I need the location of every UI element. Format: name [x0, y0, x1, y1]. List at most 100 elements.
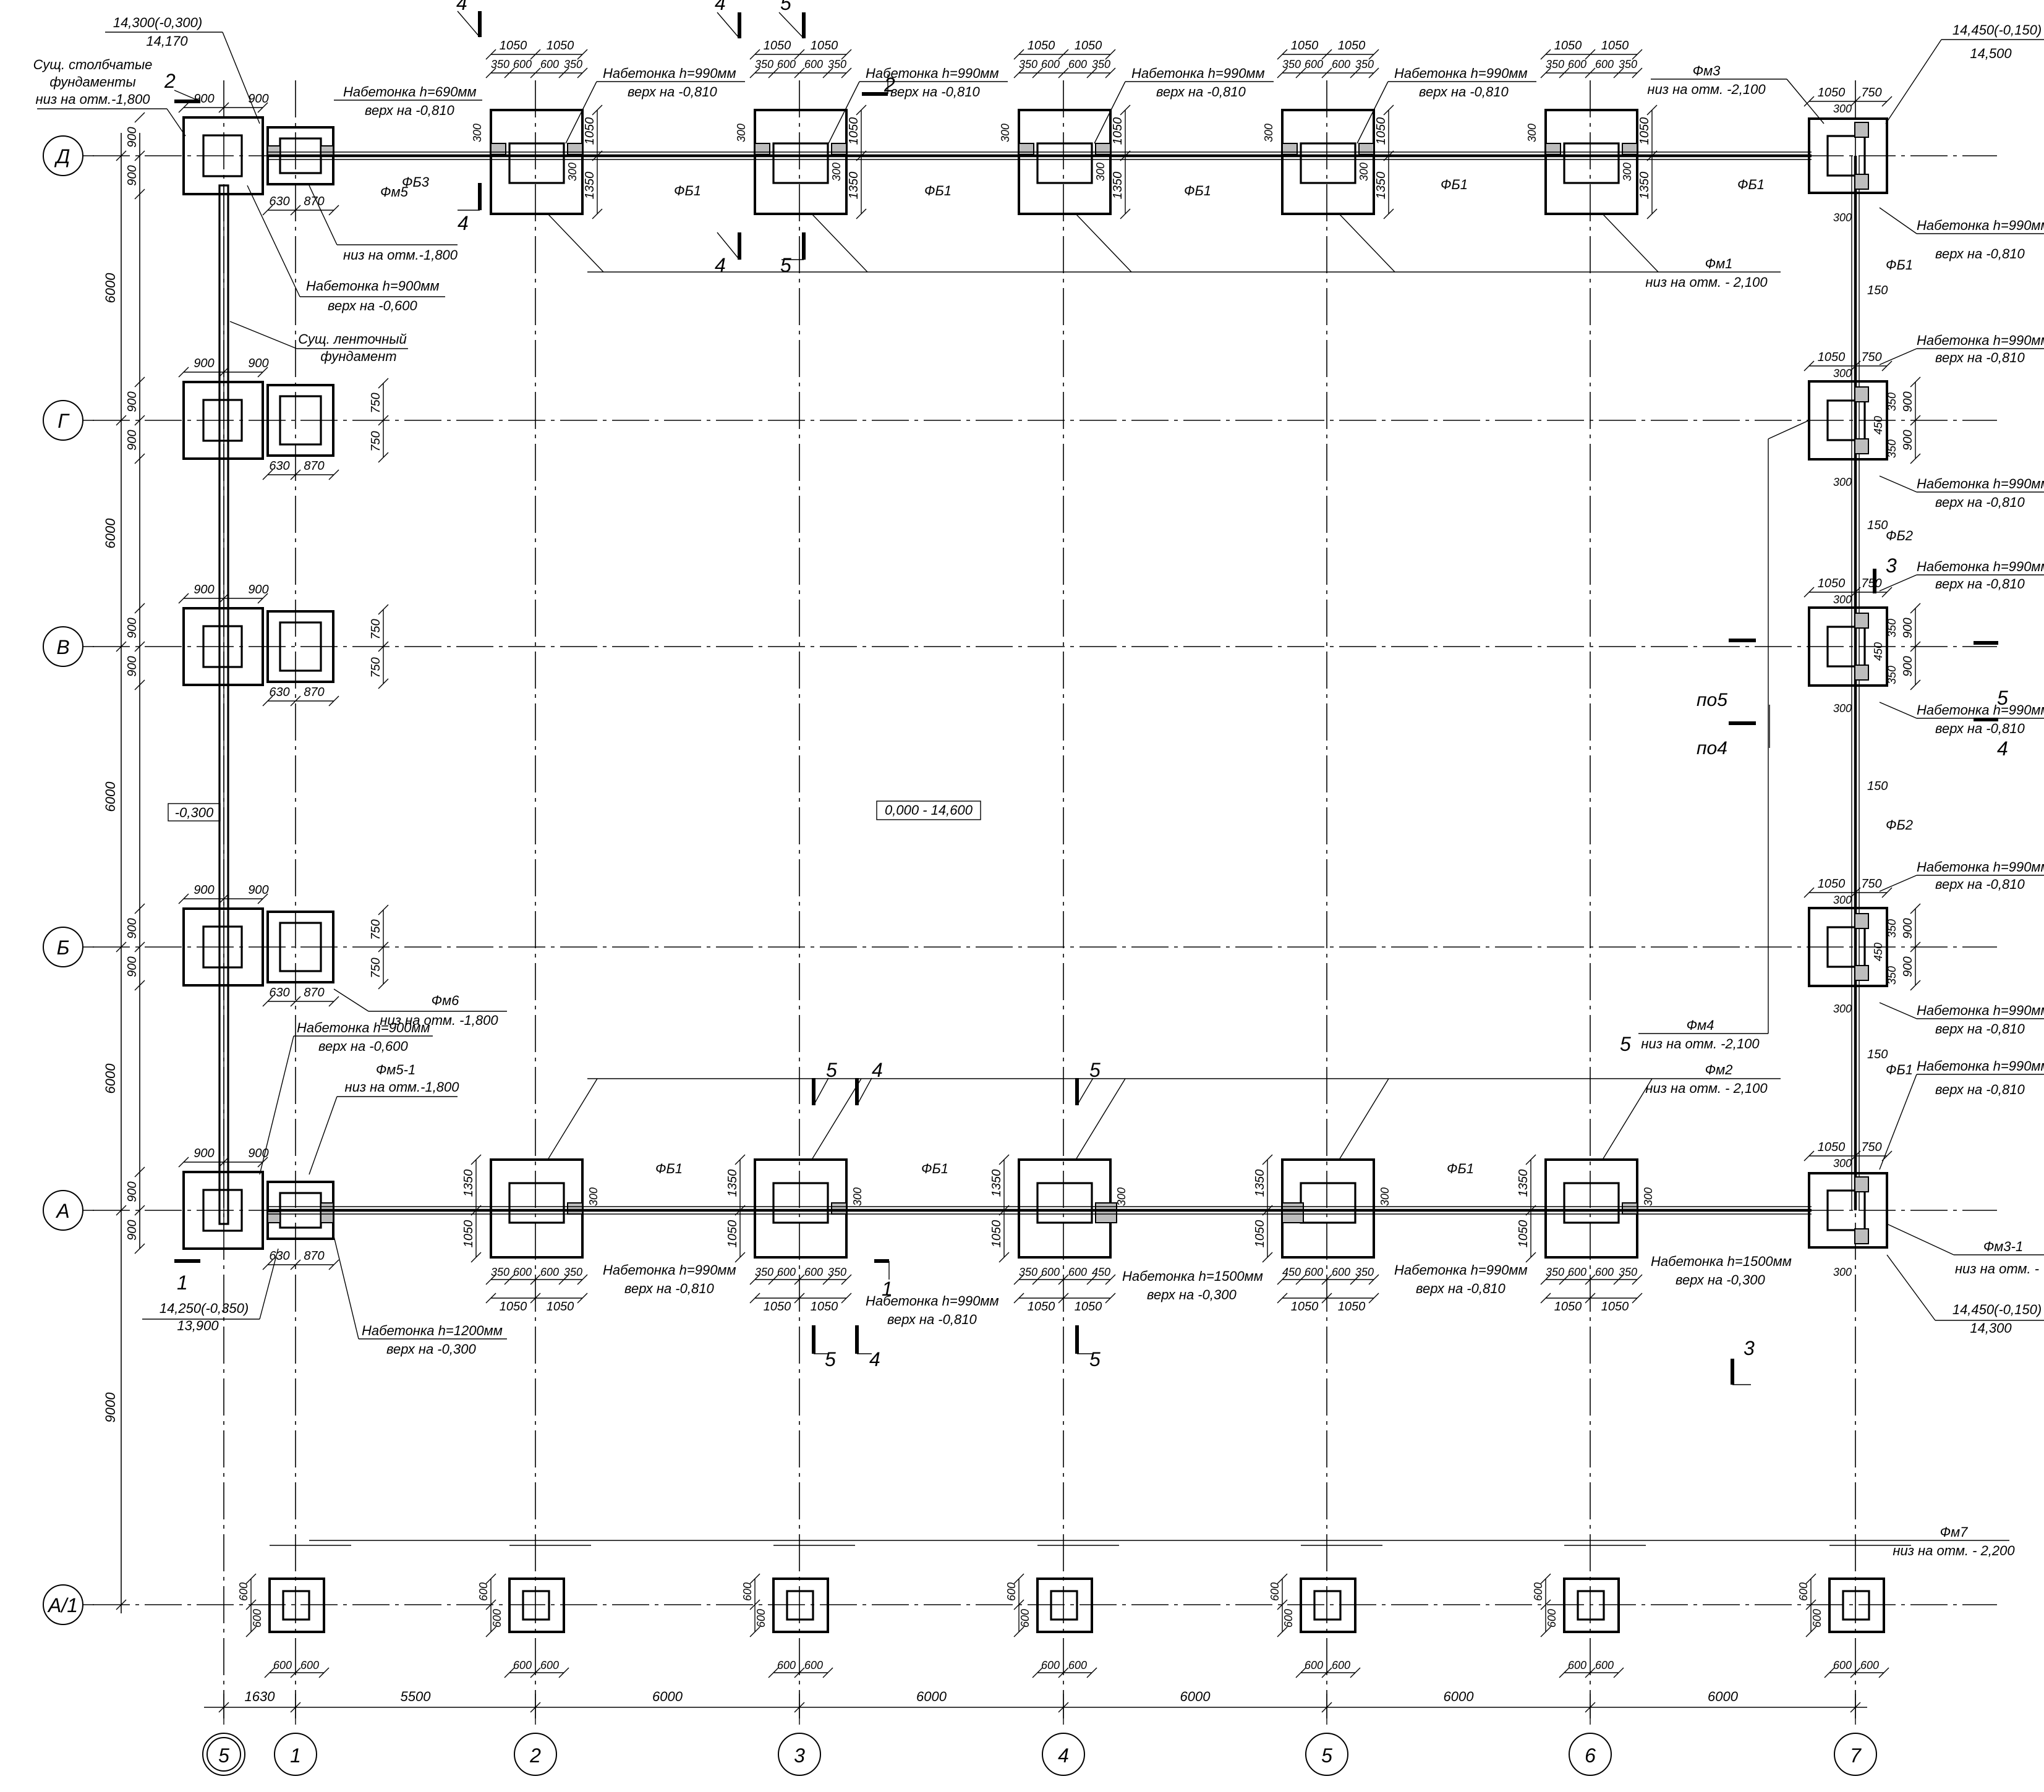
footing-axis7	[1808, 1172, 1888, 1249]
leader	[1879, 574, 1917, 592]
dim-tick	[1321, 1667, 1332, 1678]
dim-tick	[1850, 587, 1861, 598]
level-mark: 14,250(-0,350)	[160, 1301, 249, 1316]
dim-tick	[768, 1667, 779, 1678]
section-label: 1	[882, 1278, 893, 1300]
footing-axis7-pedestal	[1826, 399, 1866, 441]
column-spacing-label: 6000	[916, 1689, 947, 1704]
concrete-build-up	[320, 1202, 334, 1223]
build-up-top: верх на -0,810	[890, 84, 980, 100]
dim-tick	[999, 1252, 1010, 1263]
dim-label: 870	[304, 686, 324, 699]
dim-tick	[378, 604, 389, 615]
existing-column-pedestal	[202, 625, 243, 668]
new-column-footing	[266, 384, 334, 457]
dim-label: 1050	[500, 1300, 527, 1314]
dim-tick	[1540, 1274, 1551, 1285]
build-up-label: Набетонка h=990мм	[1917, 559, 2044, 574]
dim-tick	[257, 593, 268, 604]
dim-tick	[1368, 49, 1379, 60]
footing-fm7	[508, 1578, 565, 1633]
dim-tick	[116, 1599, 127, 1610]
beam-label: ФБ1	[674, 183, 701, 198]
dim-label: 300	[1263, 124, 1275, 142]
dim-label: 1050	[462, 1220, 475, 1248]
beam-label: ФБ2	[1886, 817, 1913, 833]
dim-tick	[290, 695, 301, 707]
leader	[565, 81, 597, 144]
dim-tick	[1368, 67, 1379, 79]
dim-label: 900	[194, 883, 214, 897]
leader	[828, 81, 860, 144]
column-axis-label: 5	[1321, 1744, 1332, 1767]
section-label: 2	[884, 74, 895, 96]
dim-label: 600	[1332, 58, 1350, 70]
dim-label: 750	[369, 619, 383, 639]
build-up-label: Набетонка h=990мм	[866, 1293, 999, 1309]
dim-tick	[245, 1573, 257, 1584]
beam-label: ФБ2	[1886, 528, 1913, 543]
dim-tick	[257, 367, 268, 378]
dim-label: 1350	[990, 1170, 1003, 1197]
existing-column-pedestal	[202, 134, 243, 177]
dim-label: 1050	[1291, 39, 1319, 53]
dim-label: 300	[1833, 702, 1852, 715]
build-up-label: Набетонка h=990мм	[1917, 218, 2044, 233]
footing-fm1	[490, 109, 584, 215]
dim-label: 300	[1642, 1187, 1654, 1206]
dim-label: 1050	[1028, 39, 1055, 53]
dim-label: 600	[1332, 1266, 1350, 1278]
dim-label: 1050	[1554, 39, 1582, 53]
dim-tick	[1277, 1599, 1288, 1610]
dim-tick	[1032, 1274, 1043, 1285]
footing-fm1-pedestal	[772, 142, 829, 184]
dim-tick	[1321, 1293, 1332, 1304]
footing-fm2-pedestal	[1300, 1182, 1356, 1224]
dim-tick	[178, 367, 189, 378]
section-cut	[717, 232, 740, 260]
dim-label: 600	[1068, 1659, 1087, 1671]
existing-column-pedestal	[202, 1189, 243, 1232]
dim-tick	[794, 1667, 805, 1678]
footing-axis7-pedestal	[1826, 135, 1866, 177]
dim-label: 750	[369, 393, 383, 413]
dim-tick	[1277, 1293, 1288, 1304]
dim-tick	[735, 1154, 746, 1165]
dim-label: 1350	[462, 1170, 475, 1197]
dim-label: 1050	[1075, 1300, 1102, 1314]
dim-label: 900	[1901, 618, 1915, 638]
build-up-top: верх на -0,810	[1935, 576, 2025, 592]
dim-label: 300	[1833, 1157, 1852, 1170]
dim-tick	[245, 1626, 257, 1637]
fm3-label: Фм3	[1693, 63, 1721, 79]
concrete-build-up	[1622, 143, 1638, 155]
concrete-build-up	[267, 145, 281, 156]
dim-label: 1050	[1338, 1300, 1366, 1314]
build-up-top: верх на -0,810	[1419, 84, 1509, 100]
dim-tick	[1881, 360, 1893, 372]
level-mark: 14,450(-0,150)	[1952, 22, 2042, 38]
row-spacing-label: 6000	[103, 1063, 118, 1094]
dim-label: 1350	[847, 172, 861, 200]
level-mark: 14,450(-0,150)	[1952, 1302, 2042, 1317]
build-up-top: верх на -0,810	[887, 1312, 977, 1327]
dim-tick	[1295, 1667, 1306, 1678]
dim-label: 600	[777, 1266, 796, 1278]
column-axis-label: 4	[1058, 1744, 1069, 1767]
dim-label: 600	[1860, 1659, 1879, 1671]
build-up-label: Набетонка h=990мм	[603, 66, 736, 81]
dim-tick	[1368, 1274, 1379, 1285]
leader	[166, 108, 186, 137]
level-mark: 14,300	[1970, 1320, 2012, 1336]
build-up-label: Набетонка h=990мм	[1917, 1058, 2044, 1074]
dim-label: 600	[540, 58, 559, 70]
dim-tick	[1910, 415, 1921, 426]
dim-label: 900	[194, 92, 214, 106]
dim-tick	[822, 1667, 833, 1678]
dim-label: 1050	[583, 117, 597, 145]
build-up-top: верх на -0,810	[1935, 1082, 2025, 1097]
dim-tick	[1350, 1667, 1361, 1678]
dim-label: 750	[369, 431, 383, 451]
footing-fm7-pedestal	[1577, 1590, 1605, 1621]
